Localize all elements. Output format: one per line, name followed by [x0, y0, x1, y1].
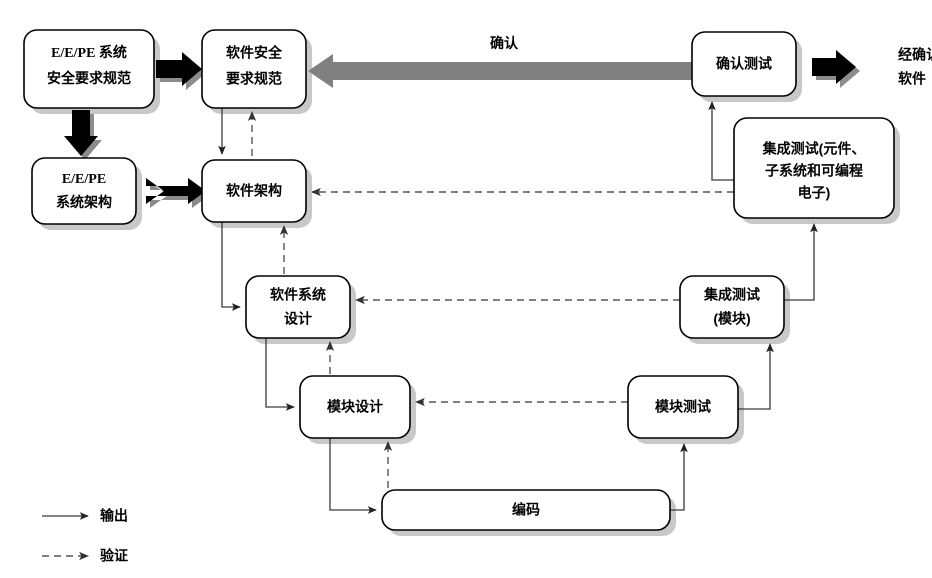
node-coding[interactable]: 编码: [381, 489, 671, 531]
node-label-line: 软件系统: [270, 287, 326, 303]
node-validation-test[interactable]: 确认测试: [691, 31, 797, 97]
node-label-line: 系统架构: [56, 194, 112, 211]
verification-connectors: [247, 111, 734, 488]
node-label-line: 子系统和可编程: [765, 163, 863, 179]
node-ee-pe-safety-req[interactable]: E/E/PE 系统 安全要求规范: [23, 29, 155, 109]
thick-arrow-req-to-req: [156, 52, 206, 90]
legend-output-label: 输出: [100, 508, 128, 524]
edge-system-design-to-module-design: [265, 338, 295, 411]
node-sw-architecture[interactable]: 软件架构: [201, 159, 307, 223]
node-label-line: 电子): [798, 185, 831, 201]
legend-verification-label: 验证: [100, 548, 128, 564]
node-sw-safety-req[interactable]: 软件安全 要求规范: [201, 29, 307, 109]
node-label-line: 编码: [512, 502, 540, 518]
edge-module-test-to-integration-module: [738, 343, 774, 410]
node-label-line: 模块设计: [327, 399, 383, 415]
edge-coding-to-module-test: [670, 443, 688, 511]
node-sw-system-design[interactable]: 软件系统 设计: [245, 275, 351, 339]
node-integration-test-module[interactable]: 集成测试 (模块): [679, 275, 785, 339]
validated-software-label-line2: 软件: [898, 71, 926, 87]
edge-module-design-to-coding: [329, 438, 377, 514]
edge-architecture-to-system-design: [221, 222, 241, 311]
validated-software-label-line1: 经确认的: [898, 47, 932, 63]
legend: 输出 验证: [42, 508, 128, 564]
node-integration-test-pe[interactable]: 集成测试(元件、 子系统和可编程 电子): [733, 117, 895, 219]
node-label-line: 软件安全: [226, 45, 283, 61]
node-ee-pe-architecture[interactable]: E/E/PE 系统架构: [31, 157, 137, 225]
output-connectors: [218, 108, 377, 514]
validation-gray-arrow: [308, 54, 692, 88]
node-label-line: E/E/PE 系统: [51, 44, 127, 61]
node-label-line: 集成测试: [703, 287, 760, 303]
thick-arrow-bidirectional-architecture: [146, 178, 210, 208]
edge-integration-pe-to-validation-test: [708, 101, 734, 181]
node-label-line: E/E/PE: [62, 172, 106, 187]
node-label-line: 软件架构: [226, 183, 282, 199]
node-module-test[interactable]: 模块测试: [627, 375, 739, 439]
node-label-line: 要求规范: [226, 71, 282, 87]
node-label-line: 设计: [284, 311, 312, 327]
node-module-design[interactable]: 模块设计: [299, 375, 411, 439]
thick-arrow-req-to-arch: [64, 110, 102, 160]
validation-arrow-label: 确认: [490, 35, 519, 51]
node-label-line: (模块): [713, 311, 750, 327]
thick-arrow-validated-software: [812, 50, 860, 88]
node-label-line: 确认测试: [716, 56, 772, 72]
edge-integration-module-to-integration-pe: [784, 223, 818, 301]
ascending-connectors: [670, 101, 818, 511]
node-label-line: 安全要求规范: [47, 70, 131, 87]
node-label-line: 模块测试: [655, 399, 711, 415]
node-label-line: 集成测试(元件、: [762, 141, 866, 157]
